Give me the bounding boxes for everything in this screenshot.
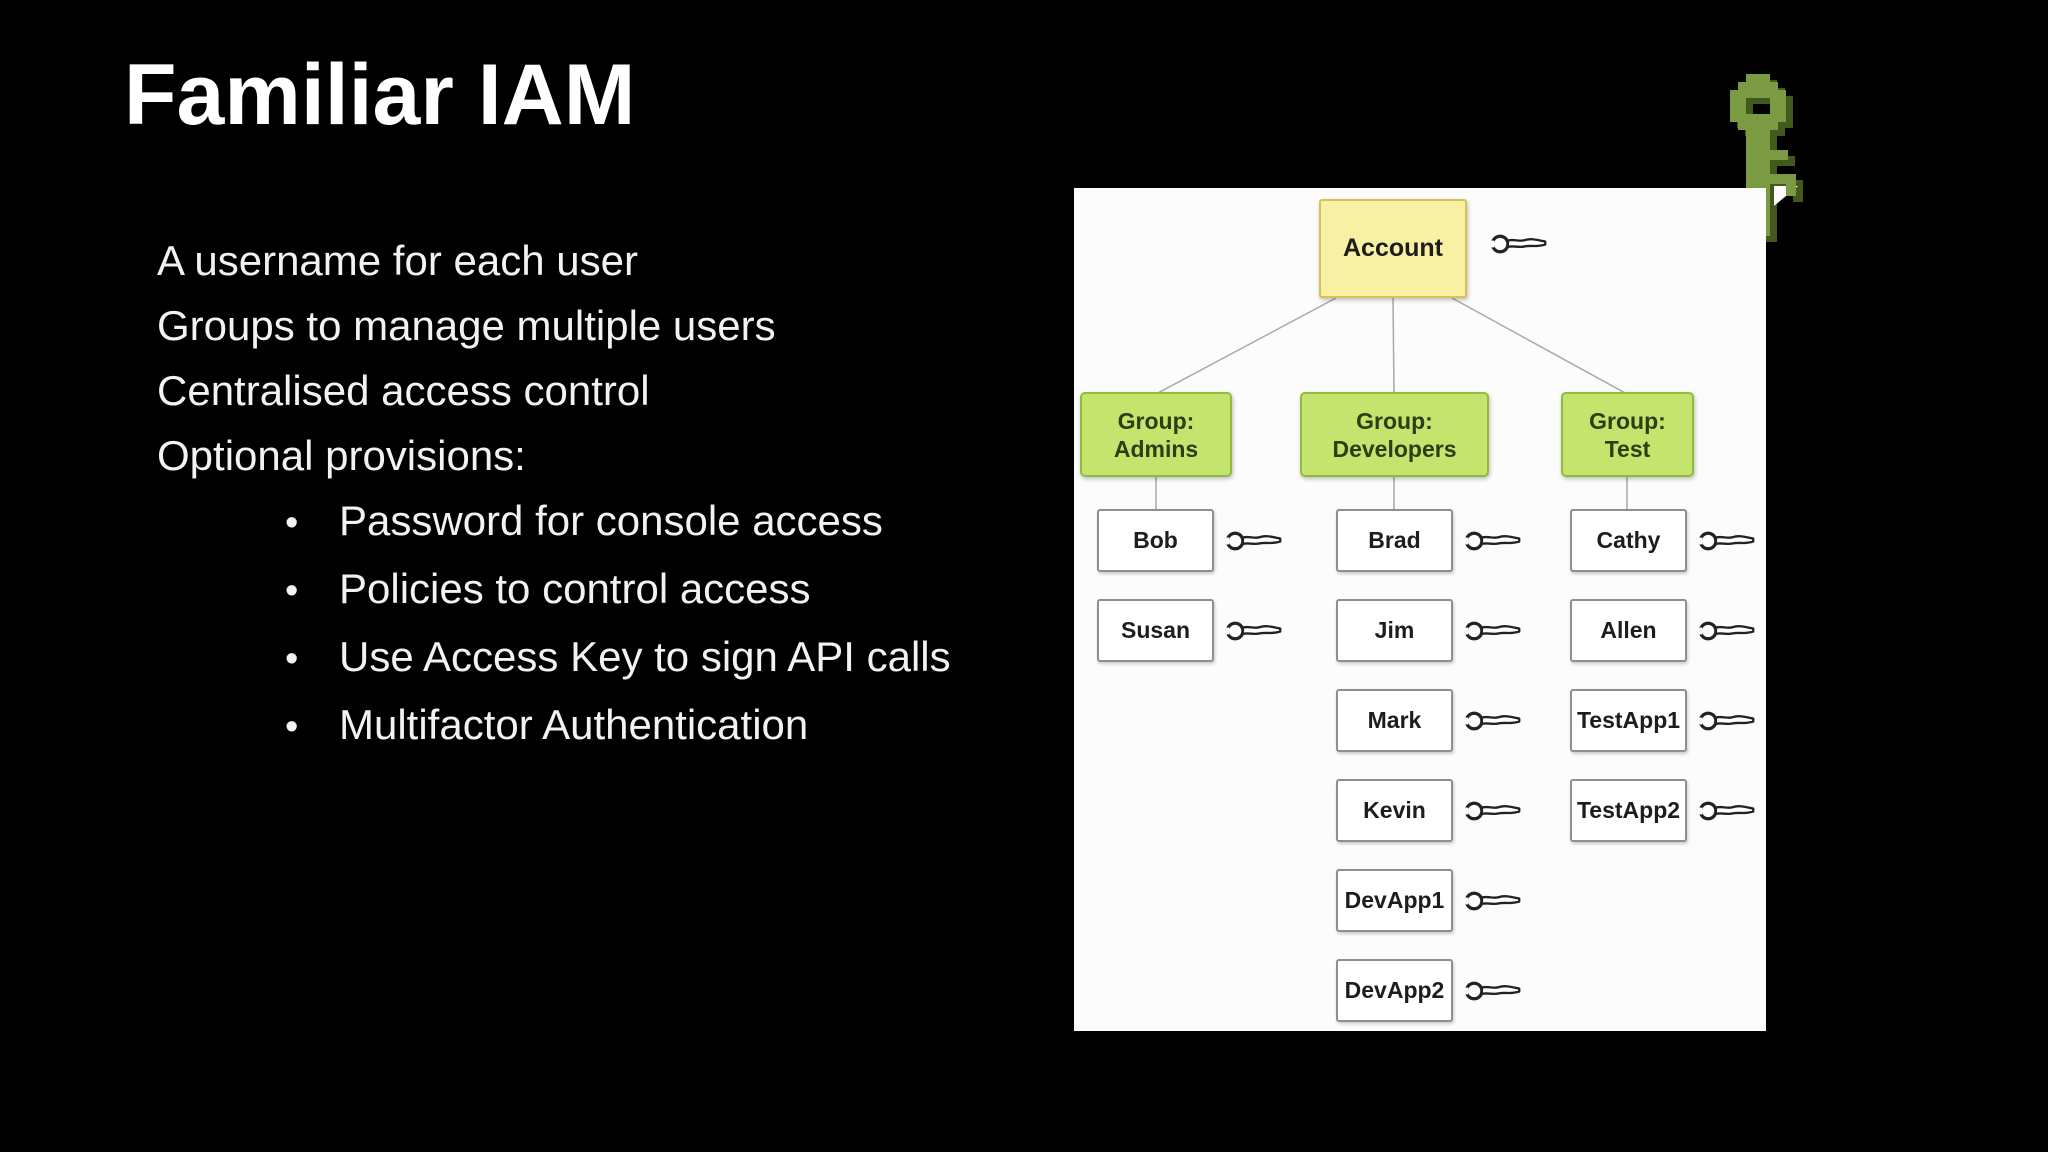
slide-title: Familiar IAM bbox=[124, 47, 636, 143]
group-box-test: Group: Test bbox=[1561, 392, 1694, 477]
sub-bullet-text: Use Access Key to sign API calls bbox=[339, 633, 951, 680]
bullet-item: Groups to manage multiple users bbox=[157, 302, 776, 349]
user-key-slot bbox=[1697, 797, 1761, 825]
key-icon bbox=[1463, 711, 1521, 730]
sub-bullet-item: • Policies to control access bbox=[285, 556, 951, 624]
key-icon bbox=[1489, 234, 1547, 254]
user-row: TestApp2 bbox=[1570, 779, 1761, 842]
user-key-slot bbox=[1463, 527, 1527, 555]
user-row: Allen bbox=[1570, 599, 1761, 662]
user-row: Bob bbox=[1097, 509, 1288, 572]
bullet-dot: • bbox=[285, 502, 299, 544]
user-key-slot bbox=[1463, 797, 1527, 825]
user-row: Cathy bbox=[1570, 509, 1761, 572]
user-row: Kevin bbox=[1336, 779, 1527, 842]
user-box-susan: Susan bbox=[1097, 599, 1214, 662]
user-row: TestApp1 bbox=[1570, 689, 1761, 752]
user-key-slot bbox=[1463, 977, 1527, 1005]
user-key-slot bbox=[1697, 617, 1761, 645]
user-label: DevApp1 bbox=[1344, 887, 1445, 913]
key-icon bbox=[1463, 531, 1521, 550]
user-label: Mark bbox=[1367, 707, 1422, 733]
bullet-dot: • bbox=[285, 570, 299, 612]
group-label-line1: Group: bbox=[1589, 407, 1666, 434]
key-icon bbox=[1697, 801, 1755, 820]
user-row: Brad bbox=[1336, 509, 1527, 572]
sub-bullet-item: • Password for console access bbox=[285, 488, 951, 556]
key-icon bbox=[1697, 531, 1755, 550]
group-label-line1: Group: bbox=[1356, 407, 1433, 434]
key-icon bbox=[1697, 711, 1755, 730]
bullet-list: A username for each user Groups to manag… bbox=[157, 228, 951, 760]
key-icon bbox=[1463, 981, 1521, 1000]
user-label: Susan bbox=[1120, 617, 1191, 643]
sub-bullet-item: • Multifactor Authentication bbox=[285, 692, 951, 760]
user-key-slot bbox=[1463, 887, 1527, 915]
bullet-item: Centralised access control bbox=[157, 367, 650, 414]
user-label: Bob bbox=[1133, 527, 1178, 553]
user-row: Susan bbox=[1097, 599, 1288, 662]
user-label: Cathy bbox=[1596, 527, 1661, 553]
user-box-devapp2: DevApp2 bbox=[1336, 959, 1453, 1022]
bullet-item: A username for each user bbox=[157, 237, 638, 284]
key-icon bbox=[1463, 801, 1521, 820]
sub-bullet-item: • Use Access Key to sign API calls bbox=[285, 624, 951, 692]
user-box-mark: Mark bbox=[1336, 689, 1453, 752]
user-label: Jim bbox=[1374, 617, 1415, 643]
user-box-jim: Jim bbox=[1336, 599, 1453, 662]
key-icon bbox=[1224, 531, 1282, 550]
group-label-line1: Group: bbox=[1117, 407, 1195, 434]
user-label: Allen bbox=[1600, 617, 1657, 643]
user-box-kevin: Kevin bbox=[1336, 779, 1453, 842]
account-key-slot bbox=[1489, 230, 1553, 258]
user-box-cathy: Cathy bbox=[1570, 509, 1687, 572]
account-box: Account bbox=[1319, 199, 1467, 298]
group-label-line2: Developers bbox=[1332, 435, 1457, 462]
sub-bullet-text: Multifactor Authentication bbox=[339, 701, 809, 748]
user-box-allen: Allen bbox=[1570, 599, 1687, 662]
key-icon bbox=[1463, 621, 1521, 640]
sub-bullet-text: Policies to control access bbox=[339, 565, 811, 612]
user-row: Jim bbox=[1336, 599, 1527, 662]
bullet-dot: • bbox=[285, 706, 299, 748]
user-key-slot bbox=[1224, 617, 1288, 645]
user-row: DevApp2 bbox=[1336, 959, 1527, 1022]
account-label: Account bbox=[1343, 234, 1443, 262]
user-box-bob: Bob bbox=[1097, 509, 1214, 572]
group-box-developers: Group: Developers bbox=[1300, 392, 1489, 477]
user-label: Kevin bbox=[1363, 797, 1426, 823]
group-label-line2: Test bbox=[1604, 435, 1651, 462]
user-box-devapp1: DevApp1 bbox=[1336, 869, 1453, 932]
key-icon bbox=[1697, 621, 1755, 640]
user-label: Brad bbox=[1368, 527, 1421, 553]
connector-lines bbox=[1155, 297, 1628, 511]
iam-diagram-panel: Account Group: Admins Group: Developers … bbox=[1074, 188, 1766, 1031]
sub-bullet-text: Password for console access bbox=[339, 497, 883, 544]
user-label: TestApp1 bbox=[1576, 707, 1681, 733]
user-key-slot bbox=[1697, 707, 1761, 735]
user-box-brad: Brad bbox=[1336, 509, 1453, 572]
bullet-dot: • bbox=[285, 638, 299, 680]
user-row: DevApp1 bbox=[1336, 869, 1527, 932]
user-key-slot bbox=[1224, 527, 1288, 555]
user-key-slot bbox=[1697, 527, 1761, 555]
group-label-line2: Admins bbox=[1113, 435, 1199, 462]
user-row: Mark bbox=[1336, 689, 1527, 752]
user-label: TestApp2 bbox=[1576, 797, 1681, 823]
user-key-slot bbox=[1463, 707, 1527, 735]
user-label: DevApp2 bbox=[1344, 977, 1445, 1003]
user-box-testapp2: TestApp2 bbox=[1570, 779, 1687, 842]
bullet-item: Optional provisions: bbox=[157, 432, 526, 479]
key-icon bbox=[1463, 891, 1521, 910]
user-box-testapp1: TestApp1 bbox=[1570, 689, 1687, 752]
key-icon bbox=[1224, 621, 1282, 640]
user-key-slot bbox=[1463, 617, 1527, 645]
group-box-admins: Group: Admins bbox=[1080, 392, 1232, 477]
